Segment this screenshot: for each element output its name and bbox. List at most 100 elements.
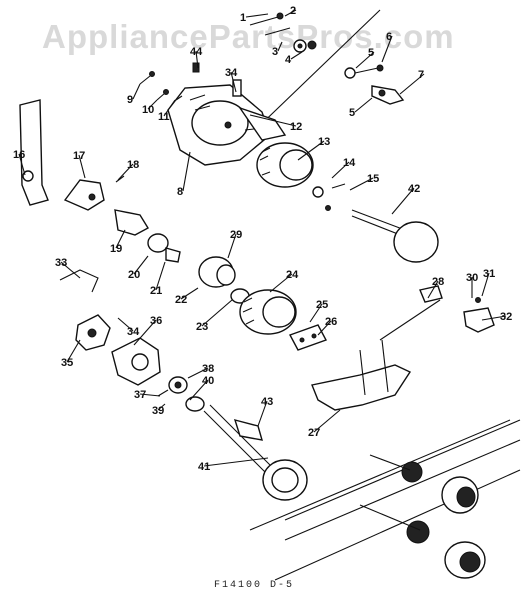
callout-leader-c27 (313, 409, 341, 433)
callout-leader-c43 (257, 400, 268, 427)
callout-leader-c20 (133, 255, 149, 275)
callout-label-c4: 4 (285, 54, 292, 66)
callout-label-c22: 22 (175, 294, 187, 306)
callout-leader-c33 (60, 261, 81, 279)
callout-label-c26: 26 (325, 316, 337, 328)
callout-leader-c35 (66, 339, 81, 363)
part-screws-top (249, 12, 317, 53)
callout-label-c21: 21 (150, 285, 162, 297)
callout-label-c33: 33 (55, 257, 67, 269)
callout-leader-c25 (309, 303, 323, 323)
callout-leader-c1 (245, 13, 269, 18)
callout-label-c34a: 34 (225, 67, 238, 79)
guide-line-top (249, 9, 381, 136)
callout-label-c25: 25 (316, 299, 328, 311)
callout-label-c30: 30 (466, 272, 478, 284)
callout-label-c13: 13 (318, 136, 330, 148)
part-bushing-37-40 (157, 376, 205, 412)
callout-label-c37: 37 (134, 389, 146, 401)
part-knob-41 (203, 404, 308, 501)
callout-leader-c31 (481, 272, 490, 297)
callout-label-c28: 28 (432, 276, 444, 288)
callout-leader-c11 (163, 99, 176, 117)
callout-label-c6: 6 (386, 31, 392, 43)
callout-label-c44: 44 (190, 46, 203, 58)
callout-label-c5b: 5 (349, 107, 355, 119)
part-left-bracket (19, 99, 125, 211)
callout-leader-c26 (317, 320, 332, 336)
callout-leader-c15 (349, 177, 374, 191)
callout-label-c17: 17 (73, 150, 85, 162)
callout-label-c31: 31 (483, 268, 495, 280)
callout-label-c1: 1 (240, 12, 246, 24)
watermark: AppliancePartsPros.com (42, 18, 455, 55)
callout-label-c9: 9 (127, 94, 133, 106)
callout-label-c36: 36 (150, 315, 162, 327)
callout-leader-c13 (297, 140, 325, 161)
part-shaft-42 (351, 209, 439, 263)
part-cylinder-13 (256, 142, 314, 188)
callout-label-c41: 41 (198, 461, 210, 473)
part-motor-housing (167, 79, 287, 166)
callout-leader-c14 (331, 161, 350, 179)
callout-label-c42: 42 (408, 183, 420, 195)
callout-leader-c29 (227, 233, 237, 259)
callout-label-c24: 24 (286, 269, 299, 281)
callout-label-c35: 35 (61, 357, 73, 369)
callout-label-c20: 20 (128, 269, 140, 281)
callout-leader-c6 (381, 35, 393, 63)
part-washer-14-15 (312, 183, 346, 211)
callout-label-c10: 10 (142, 104, 154, 116)
callout-leader-c7 (399, 73, 425, 95)
callout-leader-c2 (284, 9, 297, 17)
callout-leader-c24 (269, 273, 293, 293)
callout-leader-c10 (147, 99, 158, 110)
callout-label-c32: 32 (500, 311, 512, 323)
callout-leader-c44 (195, 50, 199, 69)
callout-leader-c8 (182, 151, 191, 192)
part-linkage-right (344, 64, 405, 105)
guide-line-lower-panel (274, 469, 521, 581)
callout-label-c2: 2 (290, 5, 296, 17)
callout-leader-c38 (187, 367, 209, 379)
part-assembled-panel (284, 419, 521, 579)
callout-leader-c19 (115, 229, 126, 249)
callout-label-c29: 29 (230, 229, 242, 241)
callout-label-c12: 12 (290, 121, 302, 133)
guide-line-bottom (249, 419, 511, 531)
callout-leader-c41 (203, 457, 269, 467)
callout-label-c34b: 34 (127, 326, 140, 338)
callout-leader-c5b (354, 97, 373, 113)
part-plate-25-26 (289, 324, 327, 351)
callout-label-c5a: 5 (368, 47, 374, 59)
figure-code: F14100 D-5 (214, 580, 295, 591)
callout-label-c38: 38 (202, 363, 214, 375)
callout-label-c3: 3 (272, 46, 278, 58)
part-cylinders-22-24 (198, 256, 297, 335)
callout-leader-c34a (230, 71, 237, 93)
part-small-screws (139, 62, 200, 101)
callout-leader-c34b (117, 317, 134, 332)
callout-label-c14: 14 (343, 157, 356, 169)
callout-leader-c37 (139, 393, 161, 397)
callout-leader-c3 (277, 41, 283, 52)
callout-label-c18: 18 (127, 159, 139, 171)
callout-leader-c36 (133, 319, 157, 346)
callout-label-c23: 23 (196, 321, 208, 333)
callout-label-c15: 15 (367, 173, 379, 185)
callout-leader-c40 (189, 379, 209, 401)
callout-leader-c16 (18, 153, 26, 176)
part-lever-27 (311, 285, 495, 411)
callout-leader-c28 (427, 280, 439, 299)
callout-label-c11: 11 (158, 111, 170, 123)
callout-leader-c4 (290, 51, 303, 60)
callout-leader-c23 (201, 299, 233, 327)
callout-leader-c12 (249, 114, 297, 127)
callout-label-c43: 43 (261, 396, 273, 408)
part-gear-35-36 (75, 314, 161, 386)
callout-leader-c21 (155, 261, 166, 291)
callout-label-c40: 40 (202, 375, 214, 387)
callout-label-c27: 27 (308, 427, 320, 439)
